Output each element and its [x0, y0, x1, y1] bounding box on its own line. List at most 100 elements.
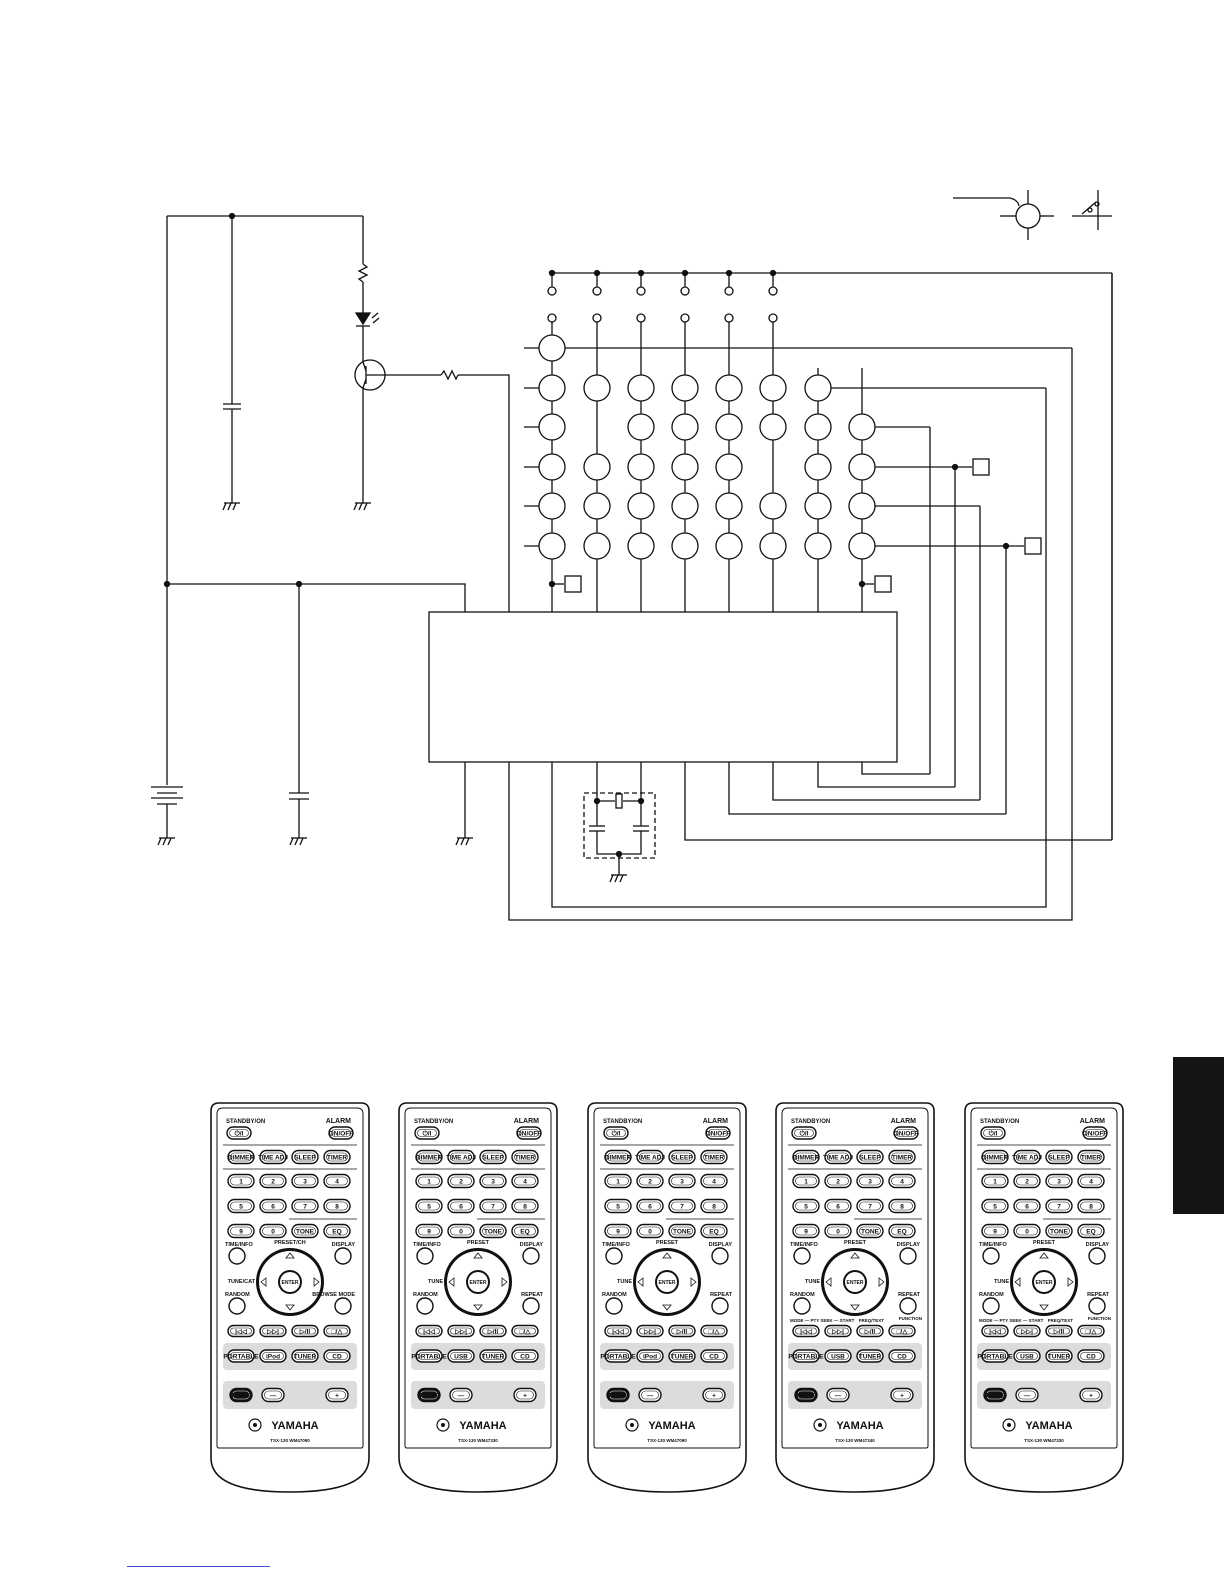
time-info-button[interactable]	[982, 1247, 1000, 1265]
eq-button[interactable]: EQ	[1077, 1223, 1105, 1239]
volume-down-button[interactable]: —	[1015, 1387, 1039, 1403]
source-tuner-button[interactable]: TUNER	[1045, 1349, 1073, 1363]
digit-3-button[interactable]: 3	[1045, 1173, 1073, 1189]
alarm-button[interactable]: ON/OFF	[705, 1126, 731, 1140]
digit-3-button[interactable]: 3	[479, 1173, 507, 1189]
time-info-button[interactable]	[793, 1247, 811, 1265]
digit-1-button[interactable]: 1	[981, 1173, 1009, 1189]
transport-4-button[interactable]: □/△	[700, 1324, 728, 1338]
key-time-adj-button[interactable]: TIME ADJ	[635, 1149, 665, 1165]
display-button[interactable]	[334, 1247, 352, 1265]
digit-4-button[interactable]: 4	[888, 1173, 916, 1189]
digit-6-button[interactable]: 6	[1013, 1198, 1041, 1214]
digit-6-button[interactable]: 6	[824, 1198, 852, 1214]
volume-up-button[interactable]: +	[1079, 1387, 1103, 1403]
volume-up-button[interactable]: +	[702, 1387, 726, 1403]
mute-button[interactable]: MUTE	[229, 1387, 253, 1403]
dpad[interactable]: ENTER	[633, 1248, 701, 1316]
digit-1-button[interactable]: 1	[604, 1173, 632, 1189]
key-timer-button[interactable]: TIMER	[323, 1149, 351, 1165]
power-button[interactable]: ⏻/I	[791, 1126, 817, 1140]
digit-9-button[interactable]: 9	[981, 1223, 1009, 1239]
digit-7-button[interactable]: 7	[668, 1198, 696, 1214]
transport-2-button[interactable]: ▷▷|	[259, 1324, 287, 1338]
display-button[interactable]	[1088, 1247, 1106, 1265]
footer-link-underline[interactable]	[127, 1566, 270, 1567]
volume-down-button[interactable]: —	[449, 1387, 473, 1403]
digit-5-button[interactable]: 5	[981, 1198, 1009, 1214]
digit-7-button[interactable]: 7	[1045, 1198, 1073, 1214]
source-usb-button[interactable]: USB	[447, 1349, 475, 1363]
digit-3-button[interactable]: 3	[668, 1173, 696, 1189]
eq-button[interactable]: EQ	[323, 1223, 351, 1239]
digit-8-button[interactable]: 8	[700, 1198, 728, 1214]
digit-0-button[interactable]: 0	[1013, 1223, 1041, 1239]
source-cd-button[interactable]: CD	[888, 1349, 916, 1363]
digit-1-button[interactable]: 1	[792, 1173, 820, 1189]
digit-0-button[interactable]: 0	[259, 1223, 287, 1239]
volume-up-button[interactable]: +	[890, 1387, 914, 1403]
power-button[interactable]: ⏻/I	[603, 1126, 629, 1140]
source-portable-button[interactable]: PORTABLE	[411, 1349, 447, 1363]
digit-9-button[interactable]: 9	[227, 1223, 255, 1239]
digit-6-button[interactable]: 6	[636, 1198, 664, 1214]
dpad[interactable]: ENTER	[444, 1248, 512, 1316]
source-tuner-button[interactable]: TUNER	[479, 1349, 507, 1363]
key-sleep-button[interactable]: SLEEP	[856, 1149, 884, 1165]
key-timer-button[interactable]: TIMER	[1077, 1149, 1105, 1165]
key-dimmer-button[interactable]: DIMMER	[415, 1149, 443, 1165]
key-time-adj-button[interactable]: TIME ADJ	[823, 1149, 853, 1165]
power-button[interactable]: ⏻/I	[980, 1126, 1006, 1140]
digit-0-button[interactable]: 0	[447, 1223, 475, 1239]
key-sleep-button[interactable]: SLEEP	[668, 1149, 696, 1165]
volume-down-button[interactable]: —	[638, 1387, 662, 1403]
tone-button[interactable]: TONE	[668, 1223, 696, 1239]
digit-5-button[interactable]: 5	[792, 1198, 820, 1214]
key-dimmer-button[interactable]: DIMMER	[227, 1149, 255, 1165]
source-portable-button[interactable]: PORTABLE	[600, 1349, 636, 1363]
digit-6-button[interactable]: 6	[447, 1198, 475, 1214]
digit-7-button[interactable]: 7	[479, 1198, 507, 1214]
transport-1-button[interactable]: |◁◁	[415, 1324, 443, 1338]
digit-0-button[interactable]: 0	[636, 1223, 664, 1239]
digit-8-button[interactable]: 8	[888, 1198, 916, 1214]
digit-2-button[interactable]: 2	[447, 1173, 475, 1189]
mute-button[interactable]: MUTE	[794, 1387, 818, 1403]
transport-3-button[interactable]: ▷/II	[1045, 1324, 1073, 1338]
random-button[interactable]	[982, 1297, 1000, 1315]
source-ipod-button[interactable]: iPod	[636, 1349, 664, 1363]
source-tuner-button[interactable]: TUNER	[668, 1349, 696, 1363]
digit-7-button[interactable]: 7	[291, 1198, 319, 1214]
transport-1-button[interactable]: |◁◁	[792, 1324, 820, 1338]
transport-3-button[interactable]: ▷/II	[668, 1324, 696, 1338]
digit-3-button[interactable]: 3	[856, 1173, 884, 1189]
source-tuner-button[interactable]: TUNER	[291, 1349, 319, 1363]
power-button[interactable]: ⏻/I	[414, 1126, 440, 1140]
time-info-button[interactable]	[228, 1247, 246, 1265]
digit-5-button[interactable]: 5	[415, 1198, 443, 1214]
dpad[interactable]: ENTER	[821, 1248, 889, 1316]
eq-button[interactable]: EQ	[511, 1223, 539, 1239]
transport-2-button[interactable]: ▷▷|	[447, 1324, 475, 1338]
digit-7-button[interactable]: 7	[856, 1198, 884, 1214]
source-ipod-button[interactable]: iPod	[259, 1349, 287, 1363]
source-cd-button[interactable]: CD	[1077, 1349, 1105, 1363]
display-button[interactable]	[522, 1247, 540, 1265]
key-time-adj-button[interactable]: TIME ADJ	[258, 1149, 288, 1165]
key-time-adj-button[interactable]: TIME ADJ	[446, 1149, 476, 1165]
source-portable-button[interactable]: PORTABLE	[977, 1349, 1013, 1363]
power-button[interactable]: ⏻/I	[226, 1126, 252, 1140]
alarm-button[interactable]: ON/OFF	[328, 1126, 354, 1140]
transport-2-button[interactable]: ▷▷|	[1013, 1324, 1041, 1338]
source-cd-button[interactable]: CD	[511, 1349, 539, 1363]
mute-button[interactable]: MUTE	[606, 1387, 630, 1403]
source-portable-button[interactable]: PORTABLE	[788, 1349, 824, 1363]
repeat-button[interactable]	[1088, 1297, 1106, 1315]
source-usb-button[interactable]: USB	[824, 1349, 852, 1363]
digit-0-button[interactable]: 0	[824, 1223, 852, 1239]
time-info-button[interactable]	[416, 1247, 434, 1265]
digit-4-button[interactable]: 4	[323, 1173, 351, 1189]
eq-button[interactable]: EQ	[700, 1223, 728, 1239]
source-portable-button[interactable]: PORTABLE	[223, 1349, 259, 1363]
transport-3-button[interactable]: ▷/II	[856, 1324, 884, 1338]
